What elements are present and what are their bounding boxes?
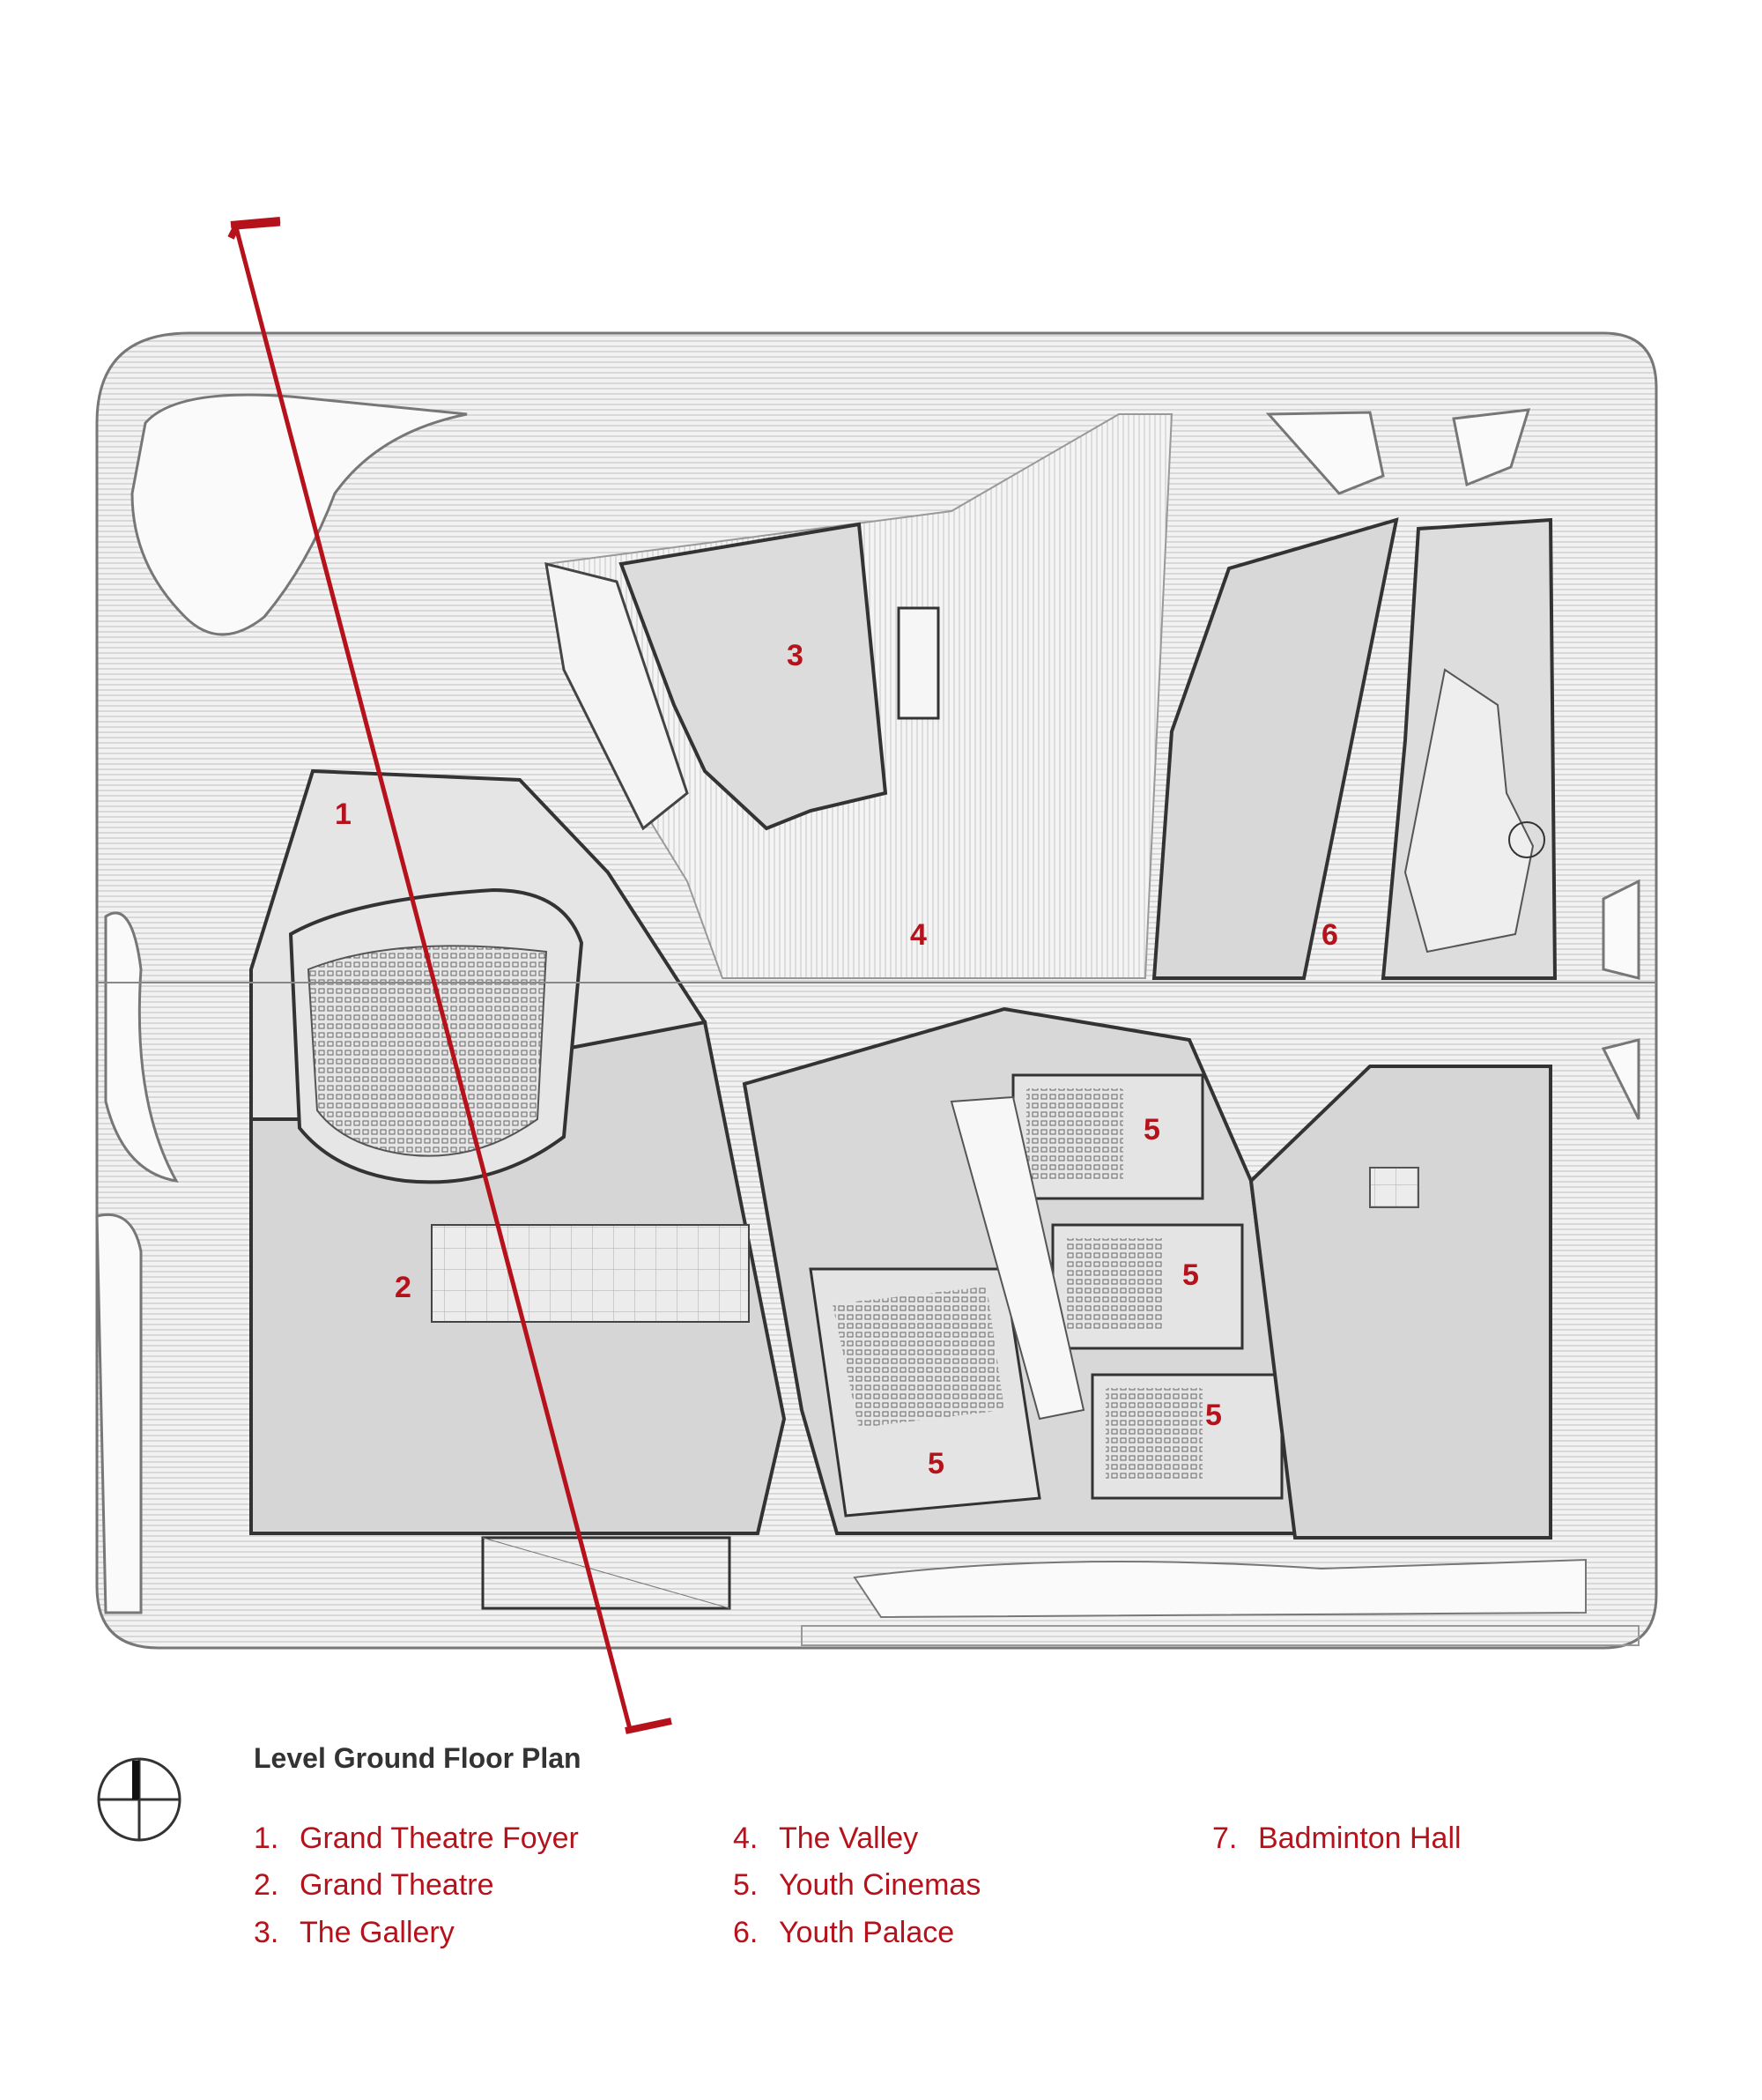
loading-dock-divider [482,1537,730,1609]
legend-label: The Gallery [300,1916,455,1949]
legend-num: 6. [733,1916,759,1949]
legend-item-1: 1. Grand Theatre Foyer [254,1822,579,1856]
landscape-island [853,1558,1587,1619]
room-label-2: 2 [395,1271,411,1304]
gallery-core [897,606,940,720]
landscape-island [1602,879,1640,980]
room-label-5d: 5 [928,1447,944,1480]
legend-label: Grand Theatre [300,1868,494,1902]
south-paving [801,1625,1640,1646]
cinema-hall-1-seats [1026,1088,1123,1181]
youth-palace-court [1403,668,1535,954]
room-label-5c: 5 [1205,1399,1222,1432]
room-label-3: 3 [787,639,803,672]
landscape-island [104,911,179,1183]
room-label-4: 4 [910,918,927,952]
landscape-island [130,393,468,636]
legend-item-6: 6. Youth Palace [733,1916,954,1950]
cinema-corridor [950,1095,1085,1421]
legend-num: 3. [254,1916,279,1949]
cinema-hall-3-seats [1106,1388,1203,1480]
cinema-hall-4-seats [833,1287,1004,1428]
north-arrow-icon [97,1757,181,1842]
youth-palace-block [1151,517,1399,980]
cinema-hall-2-seats [1066,1238,1163,1331]
room-label-5b: 5 [1182,1258,1199,1292]
legend-num: 2. [254,1868,279,1902]
legend-label: Youth Cinemas [779,1868,981,1902]
room-label-6: 6 [1322,918,1338,952]
legend-item-5: 5. Youth Cinemas [733,1868,981,1903]
legend-label: The Valley [779,1822,919,1855]
legend-item-7: 7. Badminton Hall [1212,1822,1462,1856]
landscape-island [1452,408,1531,487]
section-cut-line [227,217,672,1734]
room-label-5a: 5 [1144,1113,1160,1146]
legend-num: 4. [733,1822,759,1855]
plan-title: Level Ground Floor Plan [254,1742,581,1774]
badminton-hall-block [1248,1065,1552,1540]
grand-theatre-stage [431,1224,750,1323]
grand-theatre-seating [307,945,548,1157]
gallery-sidewall [544,561,689,831]
landscape-island [1265,411,1385,495]
legend-num: 5. [733,1868,759,1902]
legend-item-3: 3. The Gallery [254,1916,455,1950]
legend-item-4: 4. The Valley [733,1822,918,1856]
gallery-block [618,522,888,831]
legend-label: Badminton Hall [1258,1822,1462,1855]
landscape-island [1601,1038,1640,1120]
landscape-island [95,1213,143,1614]
legend-num: 1. [254,1822,279,1855]
legend-item-2: 2. Grand Theatre [254,1868,494,1903]
legend-label: Youth Palace [779,1916,955,1949]
room-label-1: 1 [335,798,352,831]
legend-num: 7. [1212,1822,1238,1855]
legend-label: Grand Theatre Foyer [300,1822,579,1855]
youth-palace-feature [1508,821,1545,858]
badminton-hall-grid [1369,1167,1419,1208]
